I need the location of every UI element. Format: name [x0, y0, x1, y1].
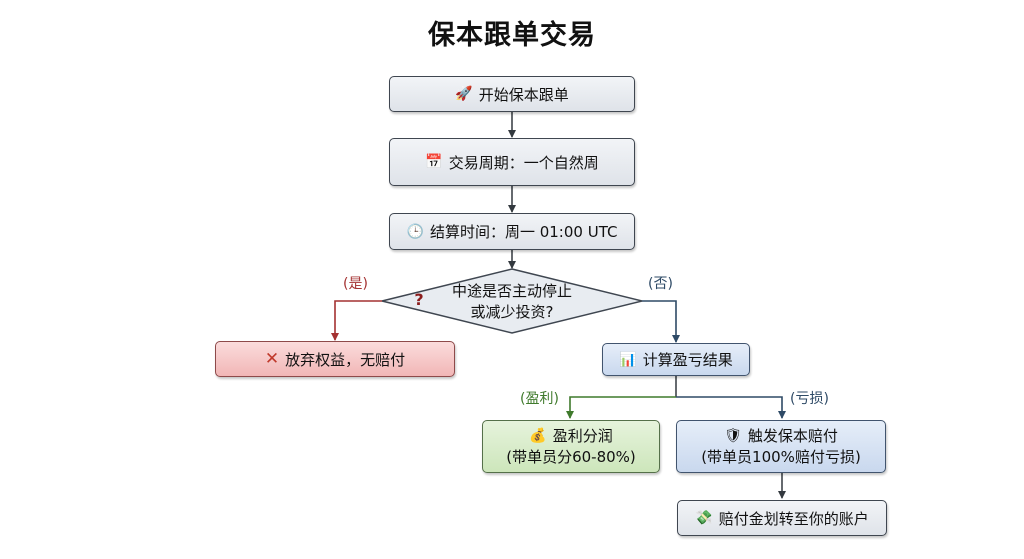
node-settle-label: 结算时间：周一 01:00 UTC: [429, 223, 618, 241]
decision-line2: 或减少投资?: [470, 303, 554, 321]
cross-icon: ✕: [264, 349, 280, 369]
node-forfeit: ✕ 放弃权益，无赔付: [215, 341, 455, 377]
bar-chart-icon: 📊: [619, 351, 637, 368]
calendar-icon: 📅: [425, 154, 443, 170]
decision-text: 中途是否主动停止 或减少投资?: [400, 280, 624, 324]
node-calculate: 📊 计算盈亏结果: [602, 343, 750, 376]
node-calculate-label: 计算盈亏结果: [642, 351, 733, 369]
shield-icon: 🛡: [724, 427, 742, 444]
decision-diamond: [381, 268, 643, 334]
decision-line1: 中途是否主动停止: [451, 282, 572, 300]
node-loss-line1: 触发保本赔付: [747, 426, 838, 445]
node-profit-line1: 盈利分润: [552, 426, 613, 445]
node-profit-line2: (带单员分60-80%): [506, 447, 636, 466]
edge-yes: [331, 300, 382, 341]
node-settle: 🕒 结算时间：周一 01:00 UTC: [389, 213, 635, 250]
edge-label-profit: (盈利): [520, 391, 559, 407]
money-bag-icon: 💰: [529, 427, 547, 444]
node-period: 📅 交易周期：一个自然周: [389, 138, 635, 186]
question-icon: ?: [414, 290, 424, 309]
clock-icon: 🕒: [406, 223, 424, 240]
node-transfer: 💸 赔付金划转至你的账户: [677, 500, 887, 536]
edge-no: [642, 300, 680, 343]
node-start-label: 开始保本跟单: [478, 85, 569, 104]
node-transfer-label: 赔付金划转至你的账户: [718, 509, 869, 528]
node-period-label: 交易周期：一个自然周: [448, 153, 599, 172]
node-forfeit-label: 放弃权益，无赔付: [285, 350, 406, 369]
edge-label-no: (否): [648, 276, 673, 292]
node-loss: 🛡 触发保本赔付 (带单员100%赔付亏损): [676, 420, 886, 473]
rocket-icon: 🚀: [455, 86, 473, 102]
page-title: 保本跟单交易: [428, 20, 596, 51]
money-transfer-icon: 💸: [695, 510, 713, 526]
node-profit: 💰 盈利分润 (带单员分60-80%): [482, 420, 660, 473]
edge-label-loss: (亏损): [790, 391, 829, 407]
node-start: 🚀 开始保本跟单: [389, 76, 635, 112]
edge-profit: [566, 396, 676, 419]
edge-label-yes: (是): [343, 276, 368, 292]
edge-loss: [676, 396, 786, 419]
node-loss-line2: (带单员100%赔付亏损): [701, 447, 861, 466]
